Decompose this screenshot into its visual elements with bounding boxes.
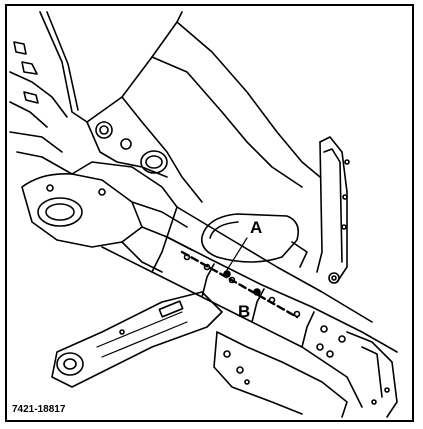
reference-line <box>180 237 299 319</box>
callout-label-a: A <box>250 218 263 237</box>
lower-bracket <box>213 331 398 418</box>
right-pillar <box>316 136 350 284</box>
callout-label-b: B <box>238 302 251 321</box>
suspension-mount <box>16 151 193 273</box>
chassis-frame-drawing <box>9 11 398 418</box>
inner-wheelhouse-panel <box>9 11 321 203</box>
lower-cross-arm <box>51 291 223 388</box>
opening-a <box>200 213 300 263</box>
figure-code: 7421-18817 <box>12 404 66 415</box>
figure-frame <box>5 4 414 422</box>
frame-rail <box>101 206 398 408</box>
